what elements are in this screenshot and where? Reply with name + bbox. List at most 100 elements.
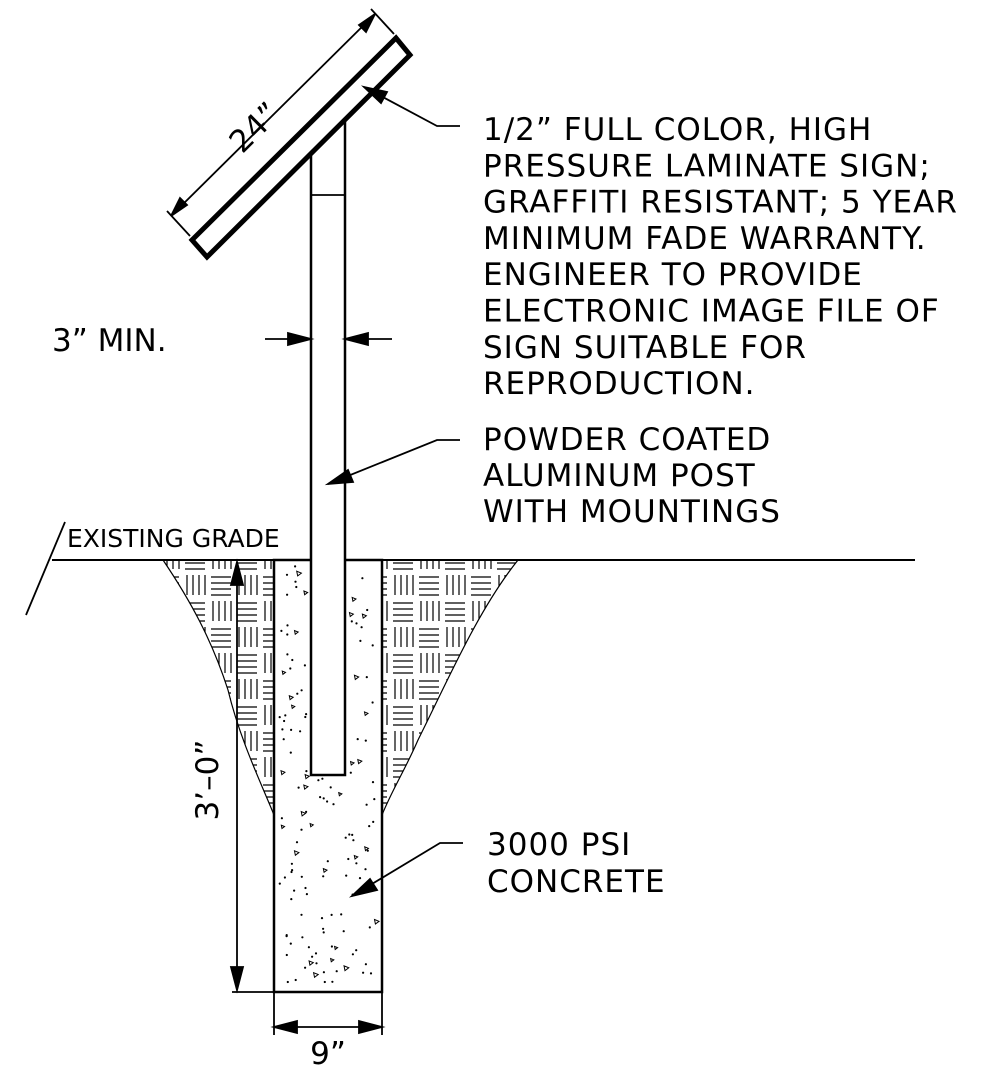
aggregate-dot xyxy=(365,803,368,806)
aggregate-dot xyxy=(323,980,326,984)
aggregate-dot xyxy=(303,664,306,667)
aggregate-dot xyxy=(285,573,289,576)
aggregate-dot xyxy=(322,875,325,878)
aggregate-dot xyxy=(300,913,303,916)
aggregate-dot xyxy=(296,692,299,695)
aggregate-dot xyxy=(314,952,318,955)
aggregate-dot xyxy=(366,608,369,612)
aggregate-dot xyxy=(355,862,358,865)
aggregate-dot xyxy=(282,738,285,741)
aggregate-dot xyxy=(280,629,283,633)
aggregate-dot xyxy=(364,963,367,966)
aggregate-dot xyxy=(332,803,335,806)
aggregate-stone xyxy=(288,694,295,701)
aggregate-dot xyxy=(301,936,304,939)
aggregate-dot xyxy=(364,739,367,742)
aggregate-dot xyxy=(294,565,297,568)
sign-note-leader xyxy=(361,85,460,127)
aggregate-dot xyxy=(304,966,307,969)
aggregate-stone xyxy=(281,670,287,676)
aggregate-stone xyxy=(333,945,339,951)
aggregate-dot xyxy=(291,869,294,872)
aggregate-dot xyxy=(304,715,307,719)
aggregate-dot xyxy=(331,980,334,983)
aggregate-dot xyxy=(290,898,293,901)
aggregate-dot xyxy=(289,751,292,754)
aggregate-dot xyxy=(289,942,292,945)
aggregate-stone xyxy=(309,822,315,828)
aggregate-dot xyxy=(305,893,308,896)
aggregate-dot xyxy=(321,777,324,780)
aggregate-dot xyxy=(342,930,345,933)
aggregate-stone xyxy=(361,613,368,620)
depth-dimension xyxy=(229,558,274,994)
aggregate-dot xyxy=(286,624,289,627)
aggregate-dot xyxy=(311,955,314,958)
aggregate-dot xyxy=(319,796,322,799)
post-width-label: 3” MIN. xyxy=(52,323,167,359)
aggregate-dot xyxy=(360,626,363,629)
aggregate-dot xyxy=(289,667,292,670)
aggregate-dot xyxy=(371,644,374,647)
aggregate-stone xyxy=(349,760,356,766)
aluminum-post xyxy=(309,120,347,777)
aggregate-dot xyxy=(286,980,289,984)
aggregate-dot xyxy=(351,833,354,837)
sign-note: 1/2” FULL COLOR, HIGH PRESSURE LAMINATE … xyxy=(483,112,969,402)
aggregate-stone xyxy=(303,590,309,596)
aggregate-stone xyxy=(303,784,309,791)
aggregate-dot xyxy=(369,972,373,975)
aggregate-dot xyxy=(344,836,347,839)
aggregate-dot xyxy=(322,797,325,800)
aggregate-dot xyxy=(345,874,348,877)
aggregate-dot xyxy=(322,931,325,934)
post-note: POWDER COATED ALUMINUM POST WITH MOUNTIN… xyxy=(483,422,782,530)
aggregate-stone xyxy=(351,596,357,603)
aggregate-dot xyxy=(348,833,351,836)
concrete-note-leader xyxy=(348,842,463,898)
aggregate-dot xyxy=(280,817,283,820)
aggregate-dot xyxy=(317,779,320,782)
aggregate-dot xyxy=(372,820,375,824)
aggregate-dot xyxy=(320,917,324,920)
aggregate-stone xyxy=(357,758,363,765)
aggregate-dot xyxy=(366,849,369,852)
aggregate-dot xyxy=(300,875,303,878)
aggregate-dot xyxy=(304,886,307,890)
aggregate-dot xyxy=(284,714,287,717)
aggregate-dot xyxy=(330,945,333,948)
existing-grade-leader xyxy=(25,521,66,616)
aggregate-dot xyxy=(326,800,329,803)
aggregate-stone xyxy=(300,810,307,817)
aggregate-dot xyxy=(326,860,329,863)
aggregate-dot xyxy=(305,810,308,814)
aggregate-dot xyxy=(330,913,333,917)
aggregate-dot xyxy=(359,639,362,643)
aggregate-dot xyxy=(361,577,364,580)
aggregate-stone xyxy=(308,960,315,966)
aggregate-dot xyxy=(294,580,297,583)
aggregate-dot xyxy=(358,877,362,880)
aggregate-dot xyxy=(278,716,281,719)
aggregate-dot xyxy=(291,658,294,662)
aggregate-dot xyxy=(281,728,284,731)
aggregate-stone xyxy=(363,711,370,717)
aggregate-dot xyxy=(285,953,288,957)
aggregate-dot xyxy=(365,676,368,679)
aggregate-stone xyxy=(293,850,300,857)
existing-grade-label: EXISTING GRADE xyxy=(67,524,280,553)
aggregate-dot xyxy=(290,870,293,874)
aggregate-dot xyxy=(294,978,297,982)
aggregate-dot xyxy=(335,970,338,973)
sign-width-dimension xyxy=(166,8,395,237)
aggregate-dot xyxy=(305,770,308,773)
aggregate-dot xyxy=(300,828,303,831)
aggregate-dot xyxy=(364,868,367,871)
footing-width-label: 9” xyxy=(310,1036,346,1070)
aggregate-dot xyxy=(315,962,318,965)
aggregate-dot xyxy=(290,728,293,732)
aggregate-dot xyxy=(305,713,308,716)
aggregate-stone xyxy=(296,570,303,577)
aggregate-dot xyxy=(299,730,302,733)
aggregate-dot xyxy=(368,825,371,828)
